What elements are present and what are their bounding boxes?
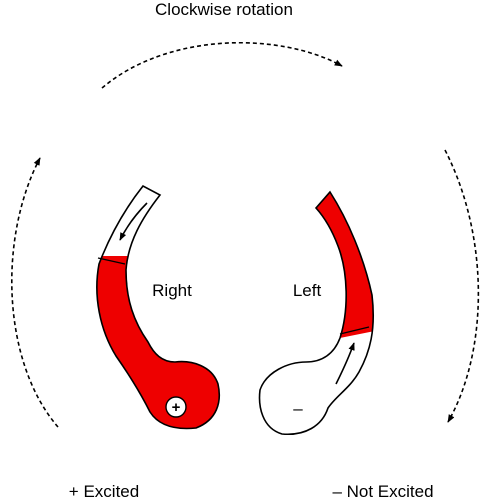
- diagram-title: Clockwise rotation: [155, 0, 293, 19]
- rotation-arrow-left: [10, 157, 59, 428]
- rotation-arrow-top: [101, 42, 343, 89]
- right-canal-sign: +: [172, 399, 181, 416]
- right-canal-outline: [96, 184, 221, 430]
- legend-not-excited: – Not Excited: [332, 482, 433, 500]
- left-canal-label: Left: [293, 281, 322, 300]
- left-canal-sign: –: [293, 399, 303, 418]
- right-canal-flow-arrow: [119, 202, 148, 241]
- legend-excited: + Excited: [69, 482, 139, 500]
- rotation-arrow-right: [444, 149, 480, 423]
- left-canal-flow-arrow: [335, 342, 355, 385]
- left-canal-boundary: [339, 326, 370, 335]
- right-canal-boundary: [97, 257, 126, 265]
- right-canal-label: Right: [152, 281, 192, 300]
- right-canal: +: [96, 184, 221, 430]
- left-canal: –: [258, 190, 375, 435]
- right-cupula-marker: [165, 396, 187, 418]
- left-canal-outline: [258, 190, 375, 435]
